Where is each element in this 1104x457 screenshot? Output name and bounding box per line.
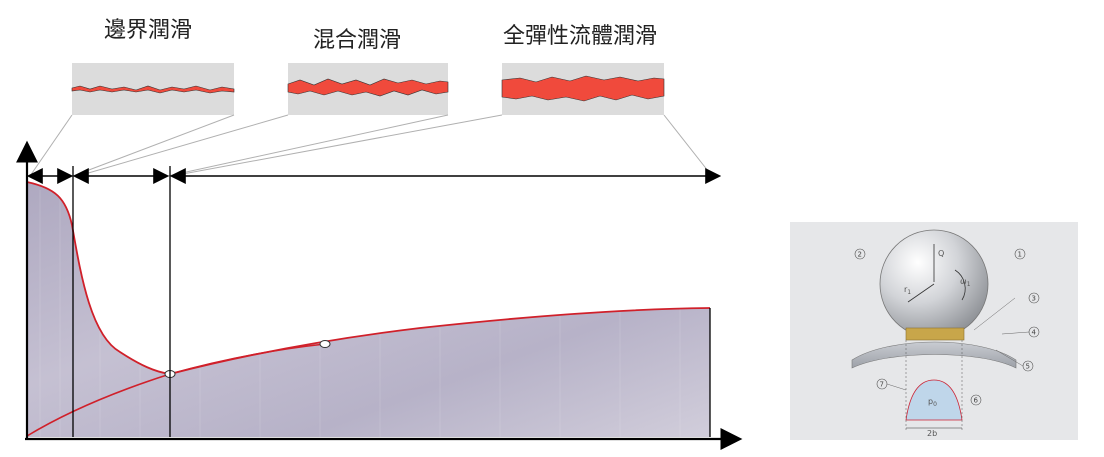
friction-area	[27, 182, 710, 437]
lubricant-film	[905, 327, 965, 341]
area-texture	[39, 190, 681, 437]
thumbnail-connectors	[29, 114, 713, 177]
regime-title-ehl: 全彈性流體潤滑	[503, 24, 658, 49]
svg-text:ω1: ω1	[960, 277, 971, 288]
race-surface	[851, 341, 1017, 369]
svg-text:r1: r1	[904, 285, 911, 296]
svg-text:4: 4	[1032, 329, 1037, 337]
svg-text:2: 2	[858, 251, 862, 259]
intersection-marker-2	[319, 340, 331, 348]
svg-text:6: 6	[974, 397, 979, 405]
pressure-profile	[905, 379, 963, 421]
load-label: Q	[938, 249, 944, 258]
svg-text:1: 1	[1018, 251, 1022, 259]
svg-text:7: 7	[880, 381, 884, 389]
regime-title-boundary: 邊界潤滑	[104, 18, 193, 43]
film-thumbnail-boundary	[71, 63, 235, 115]
svg-text:5: 5	[1026, 363, 1030, 371]
svg-text:3: 3	[1032, 295, 1036, 303]
regime-title-mixed: 混合潤滑	[313, 28, 402, 53]
ball-contact-figure: Q r1 ω1 2b p0 1 2 3 4 5 6 7	[790, 222, 1078, 440]
film-thumbnail-ehl	[501, 63, 665, 115]
film-thumbnail-mixed	[287, 63, 449, 115]
svg-text:2b: 2b	[927, 429, 937, 438]
svg-text:p0: p0	[928, 397, 937, 408]
